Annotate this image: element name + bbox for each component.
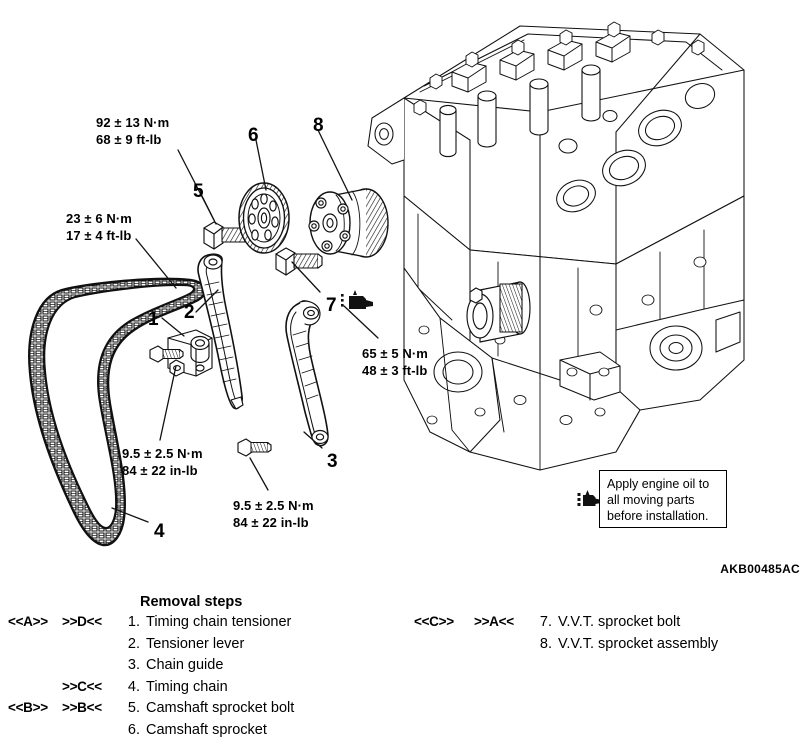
camshaft-sprocket-part: [239, 183, 289, 253]
tensioner-bolt-torque-imperial: 84 ± 22 in-lb: [122, 462, 203, 479]
step-name: Camshaft sprocket bolt: [146, 700, 294, 716]
callout-5: 5: [193, 182, 204, 201]
engine-block-illustration: [368, 22, 744, 470]
vvt-sprocket-bolt-torque-imperial: 48 ± 3 ft-lb: [362, 362, 428, 379]
step-name: Timing chain: [146, 679, 228, 695]
tensioner-torque-imperial: 17 ± 4 ft-lb: [66, 227, 132, 244]
step-name: V.V.T. sprocket assembly: [558, 636, 718, 652]
tensioner-bolt-torque-metric: 9.5 ± 2.5 N·m: [122, 445, 203, 462]
removal-step-row: 2. Tensioner lever: [0, 636, 400, 658]
step-name: V.V.T. sprocket bolt: [558, 614, 680, 630]
step-number: 1.: [118, 614, 140, 630]
tensioner-torque-metric: 23 ± 6 N·m: [66, 210, 132, 227]
removal-step-row: <<A>>>>D<<1.Timing chain tensioner: [0, 614, 400, 636]
removal-steps-title: Removal steps: [140, 594, 242, 610]
callout-7: 7: [326, 296, 337, 315]
removal-step-row: <<B>>>>B<<5.Camshaft sprocket bolt: [0, 700, 400, 722]
vvt-sprocket-assembly-part: [309, 189, 388, 257]
callout-3: 3: [327, 452, 338, 471]
removal-steps-legend: Removal steps <<A>>>>D<<1.Timing chain t…: [0, 592, 812, 730]
oil-can-icon-inline: [349, 290, 373, 309]
removal-step-row: 3. Chain guide: [0, 657, 400, 679]
callout-8: 8: [313, 116, 324, 135]
apply-engine-oil-note: Apply engine oil to all moving parts bef…: [599, 470, 727, 528]
chain-guide-bolt-part: [238, 439, 271, 456]
step-number: 3.: [118, 657, 140, 673]
callout-2: 2: [184, 303, 195, 322]
removal-step-row: 8. V.V.T. sprocket assembly: [408, 636, 812, 658]
crankshaft-snout-part: [467, 282, 530, 342]
removal-step-row: <<C>>>>A<<7.V.V.T. sprocket bolt: [408, 614, 812, 636]
step-name: Chain guide: [146, 657, 223, 673]
step-number: 8.: [530, 636, 552, 652]
step-name: Tensioner lever: [146, 636, 244, 652]
chain-guide-bolt-torque-metric: 9.5 ± 2.5 N·m: [233, 497, 314, 514]
removal-step-row: 6.Camshaft sprocket: [0, 722, 400, 743]
drawing-code: AKB00485AC: [720, 562, 800, 576]
timing-chain-part: [29, 279, 205, 545]
step-number: 7.: [530, 614, 552, 630]
callout-4: 4: [154, 522, 165, 541]
callout-6: 6: [248, 126, 259, 145]
camshaft-sprocket-bolt-torque-metric: 92 ± 13 N·m: [96, 114, 169, 131]
chain-guide-bolt-torque-imperial: 84 ± 22 in-lb: [233, 514, 314, 531]
tensioner-lever-part: [198, 254, 243, 409]
note-text: Apply engine oil to all moving parts bef…: [607, 476, 720, 524]
step-number: 4.: [118, 679, 140, 695]
step-name: Timing chain tensioner: [146, 614, 291, 630]
vvt-sprocket-bolt-part: [276, 248, 322, 275]
vvt-sprocket-bolt-torque-metric: 65 ± 5 N·m: [362, 345, 428, 362]
callout-1: 1: [148, 310, 159, 329]
removal-step-row: >>C<<4.Timing chain: [0, 679, 400, 701]
camshaft-sprocket-bolt-torque-imperial: 68 ± 9 ft-lb: [96, 131, 169, 148]
oil-can-drips-inline: [341, 294, 344, 307]
timing-chain-tensioner-part: [150, 330, 212, 376]
step-number: 2.: [118, 636, 140, 652]
chain-guide-part: [238, 301, 328, 456]
step-number: 5.: [118, 700, 140, 716]
